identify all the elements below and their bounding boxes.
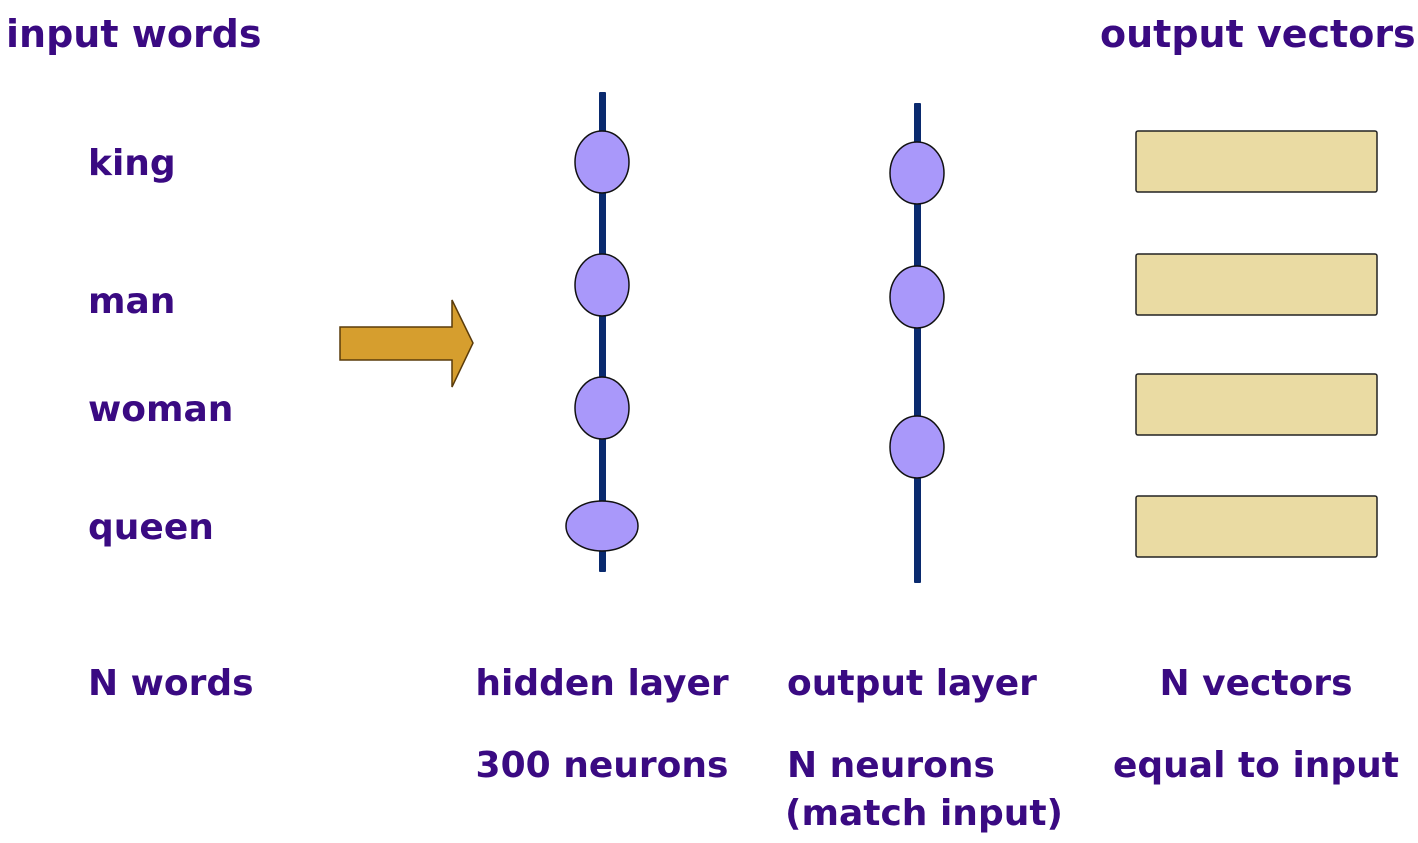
output-vector — [1135, 130, 1378, 193]
right-arrow-icon — [339, 299, 474, 388]
input-count-label: N words — [88, 663, 254, 704]
input-words-title: input words — [6, 12, 262, 56]
output-neuron — [889, 141, 945, 205]
output-neuron — [889, 415, 945, 479]
output-vector — [1135, 495, 1378, 558]
input-word-queen: queen — [88, 507, 214, 548]
vectors-count-label: N vectors — [1159, 663, 1353, 704]
vectors-note: equal to input — [1112, 745, 1400, 786]
output-neuron — [889, 265, 945, 329]
output-layer-size: N neurons — [787, 745, 995, 786]
output-vector — [1135, 373, 1378, 436]
input-word-king: king — [88, 143, 176, 184]
output-layer-label: output layer — [787, 663, 1037, 704]
input-word-man: man — [88, 281, 176, 322]
hidden-neuron — [574, 130, 630, 194]
hidden-layer-size: 300 neurons — [475, 745, 729, 786]
hidden-layer-label: hidden layer — [475, 663, 729, 704]
output-layer-note: (match input) — [785, 793, 1063, 834]
output-vectors-title: output vectors — [1100, 12, 1416, 56]
hidden-neuron — [574, 376, 630, 440]
hidden-layer-axis — [599, 92, 606, 572]
hidden-neuron — [565, 500, 639, 552]
hidden-neuron — [574, 253, 630, 317]
input-word-woman: woman — [88, 389, 234, 430]
output-vector — [1135, 253, 1378, 316]
